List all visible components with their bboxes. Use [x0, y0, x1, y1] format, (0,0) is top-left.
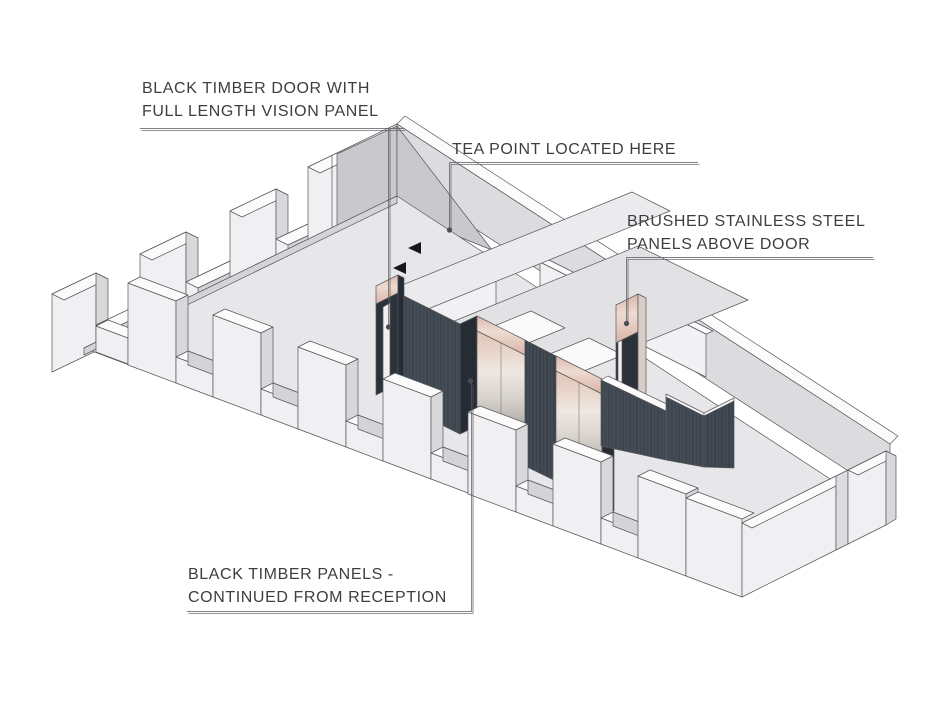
leader-door	[140, 128, 404, 325]
annotation-line: BLACK TIMBER DOOR WITH	[142, 80, 371, 97]
annotation-black-timber-door: BLACK TIMBER DOOR WITH FULL LENGTH VISIO…	[142, 77, 379, 123]
leader-dot	[385, 324, 392, 330]
timber-panel	[524, 339, 557, 482]
annotation-line: CONTINUED FROM RECEPTION	[188, 589, 447, 606]
perimeter-wall-southwest	[95, 276, 699, 577]
annotation-stainless-panels: BRUSHED STAINLESS STEEL PANELS ABOVE DOO…	[627, 210, 865, 256]
vision-panel	[382, 302, 391, 386]
annotation-line: TEA POINT LOCATED HERE	[452, 141, 677, 158]
leader-dot	[623, 320, 630, 327]
annotation-tea-point: TEA POINT LOCATED HERE	[452, 138, 676, 161]
perimeter-wall-southeast	[685, 450, 897, 598]
annotation-line: BRUSHED STAINLESS STEEL	[627, 213, 866, 230]
leader-shadows	[141, 129, 875, 614]
annotation-timber-panels: BLACK TIMBER PANELS - CONTINUED FROM REC…	[188, 563, 447, 609]
annotation-line: BLACK TIMBER PANELS -	[188, 566, 394, 583]
leader-dot	[446, 227, 453, 233]
leader-stainless	[626, 257, 873, 321]
leader-tea-point	[449, 162, 698, 228]
section-arrow-icon	[393, 262, 406, 274]
annotation-line: FULL LENGTH VISION PANEL	[142, 103, 379, 120]
annotation-line: PANELS ABOVE DOOR	[627, 236, 811, 253]
section-arrow-icon	[408, 242, 421, 254]
leader-dot	[467, 378, 474, 384]
leader-lines	[140, 128, 873, 612]
leader-timber-panels	[187, 383, 472, 612]
